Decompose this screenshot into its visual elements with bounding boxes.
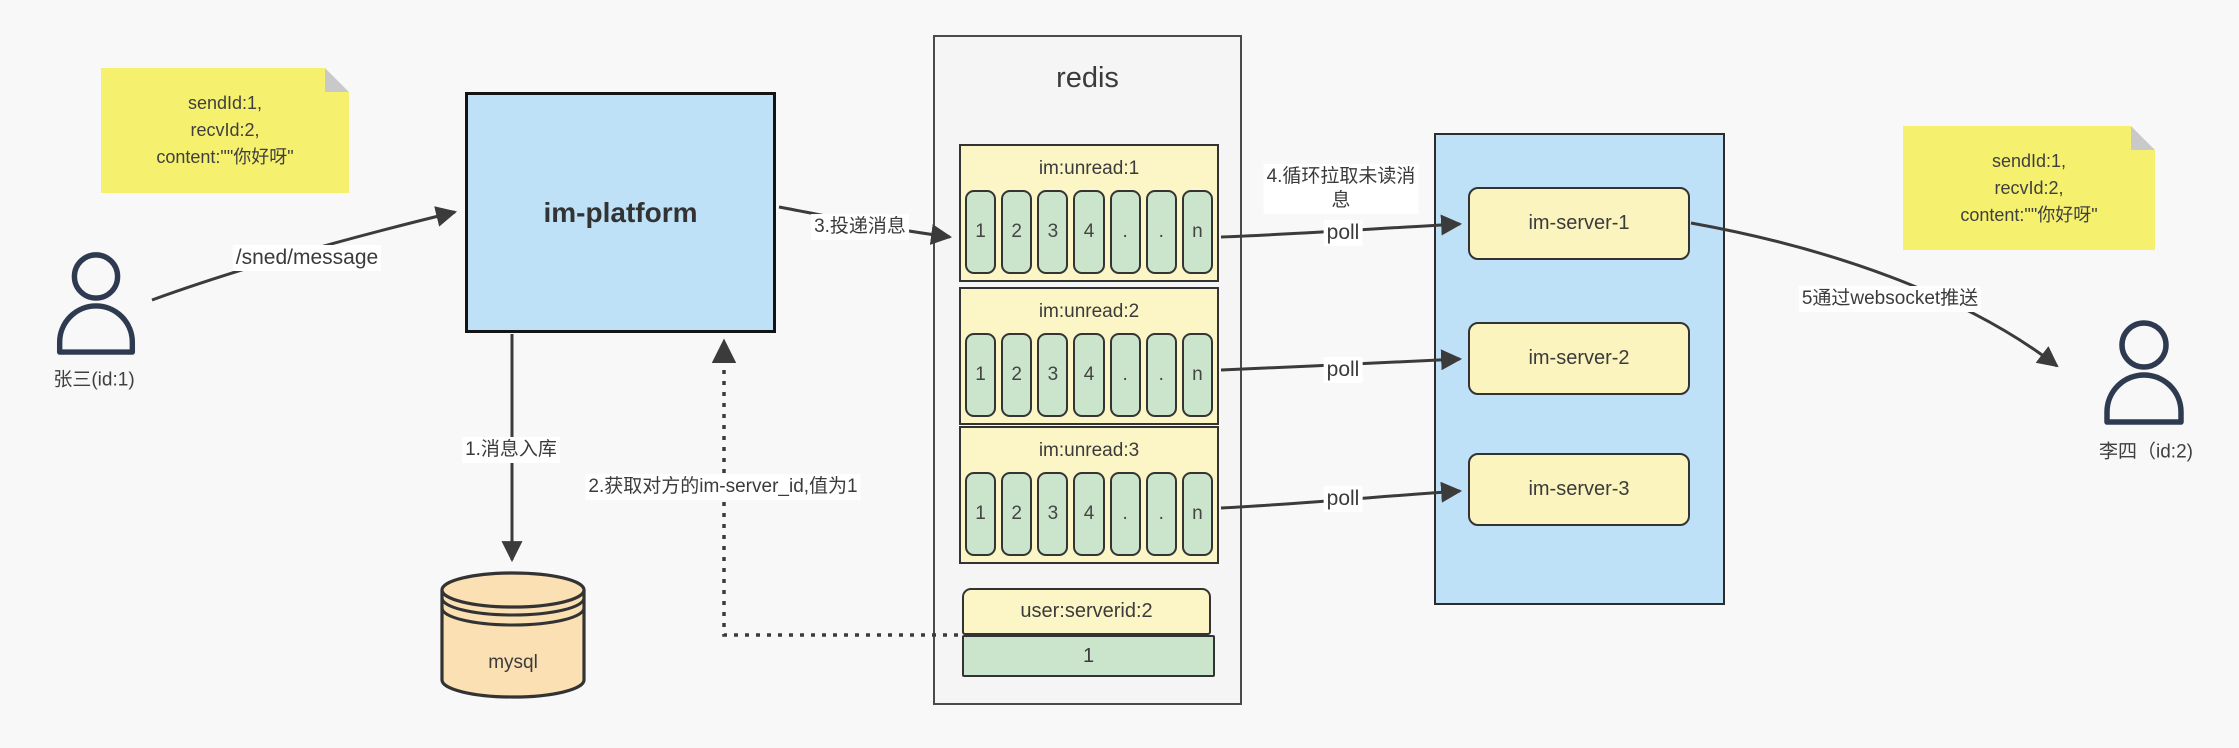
sender-label: 张三(id:1)	[53, 369, 135, 391]
queue-cell: 1	[965, 472, 997, 556]
note-line: recvId:2,	[1994, 178, 2064, 198]
queue-cell: 2	[1001, 333, 1033, 417]
im-platform-box: im-platform	[465, 92, 776, 333]
queue-cells: 1 2 3 4 . . n	[961, 472, 1217, 556]
note-line: sendId:1,	[1991, 151, 2067, 171]
note-fold-icon	[325, 68, 349, 92]
edge-label-poll-1: poll	[1323, 220, 1363, 246]
edge-label-deliver: 3.投递消息	[811, 214, 909, 240]
sender-person-icon	[56, 252, 136, 355]
edge-label-lookup: 2.获取对方的im-server_id,值为1	[585, 474, 861, 500]
redis-kv-value: 1	[962, 635, 1215, 677]
note-line: content:""你好呀"	[1960, 205, 2098, 225]
queue-cell: 3	[1037, 333, 1069, 417]
note-fold-icon	[2131, 126, 2155, 150]
message-note-right: sendId:1, recvId:2, content:""你好呀"	[1903, 126, 2155, 250]
im-server-2-label: im-server-2	[1528, 347, 1630, 369]
queue-cell: n	[1181, 333, 1213, 417]
queue-label: im:unread:2	[1038, 301, 1140, 322]
im-server-1-box: im-server-1	[1468, 187, 1690, 260]
redis-title: redis	[1056, 62, 1119, 94]
im-server-3-box: im-server-3	[1468, 453, 1690, 526]
queue-cell: 4	[1073, 472, 1105, 556]
queue-cell: .	[1145, 190, 1177, 274]
queue-cell: 4	[1073, 190, 1105, 274]
queue-cell: n	[1181, 190, 1213, 274]
mysql-label: mysql	[488, 652, 538, 673]
edge-label-push: 5通过websocket推送	[1798, 286, 1982, 312]
redis-kv-key: user:serverid:2	[962, 588, 1211, 635]
queue-cell: .	[1145, 333, 1177, 417]
queue-cell: .	[1145, 472, 1177, 556]
queue-cell: n	[1181, 472, 1213, 556]
redis-queue-unread-2: im:unread:2 1 2 3 4 . . n	[959, 287, 1219, 425]
redis-queue-unread-3: im:unread:3 1 2 3 4 . . n	[959, 426, 1219, 564]
queue-cell: 1	[965, 333, 997, 417]
im-server-1-label: im-server-1	[1528, 212, 1630, 234]
note-line: content:""你好呀"	[156, 147, 294, 167]
receiver-label: 李四（id:2)	[2099, 441, 2193, 463]
note-line: recvId:2,	[190, 120, 260, 140]
edge-label-poll-3: poll	[1323, 486, 1363, 512]
redis-queue-unread-1: im:unread:1 1 2 3 4 . . n	[959, 144, 1219, 282]
queue-label: im:unread:1	[1038, 158, 1140, 179]
queue-cell: 2	[1001, 472, 1033, 556]
queue-cells: 1 2 3 4 . . n	[961, 190, 1217, 274]
edge-label-send: /sned/message	[232, 245, 382, 271]
receiver-person-icon	[2104, 320, 2184, 425]
queue-label: im:unread:3	[1038, 440, 1140, 461]
queue-cell: .	[1109, 472, 1141, 556]
message-note-left: sendId:1, recvId:2, content:""你好呀"	[101, 68, 349, 193]
queue-cell: .	[1109, 190, 1141, 274]
im-server-2-box: im-server-2	[1468, 322, 1690, 395]
queue-cells: 1 2 3 4 . . n	[961, 333, 1217, 417]
edge-label-poll-2: poll	[1323, 357, 1363, 383]
queue-cell: .	[1109, 333, 1141, 417]
queue-cell: 3	[1037, 190, 1069, 274]
im-server-3-label: im-server-3	[1528, 478, 1630, 500]
mysql-database-icon	[440, 571, 586, 699]
edge-label-pull: 4.循环拉取未读消 息	[1263, 164, 1419, 214]
im-platform-label: im-platform	[543, 196, 698, 228]
queue-cell: 4	[1073, 333, 1105, 417]
queue-cell: 2	[1001, 190, 1033, 274]
note-line: sendId:1,	[187, 93, 263, 113]
edge-label-store: 1.消息入库	[462, 437, 560, 463]
queue-cell: 1	[965, 190, 997, 274]
queue-cell: 3	[1037, 472, 1069, 556]
